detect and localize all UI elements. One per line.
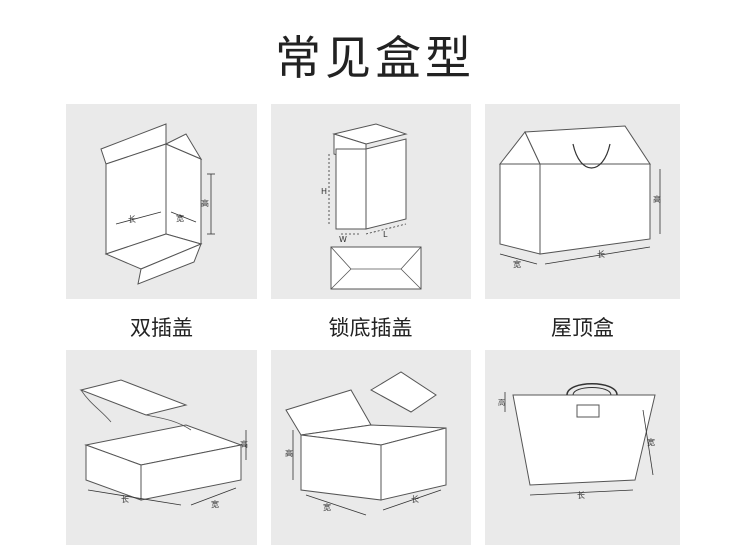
height-label: 高 (201, 198, 209, 208)
mailer-box-illustration: 高 长 宽 (79, 379, 248, 509)
width-label: W (339, 235, 347, 244)
length-label: 长 (597, 249, 605, 259)
width-label: 宽 (647, 437, 655, 447)
length-label: 长 (121, 494, 129, 504)
length-label: 长 (577, 490, 585, 500)
double-tuck-box-illustration: 高 长 宽 (100, 123, 215, 285)
box-tile-mailer: 高 长 宽 (66, 350, 257, 545)
length-label: 长 (128, 214, 136, 224)
width-label: 宽 (211, 499, 219, 509)
box-tile-carton: 高 长 宽 (271, 350, 471, 545)
height-label: 高 (285, 448, 293, 458)
handle-box-illustration: 高 长 宽 (498, 383, 656, 500)
length-label: 长 (411, 494, 419, 504)
box-caption: 双插盖 (130, 316, 193, 340)
box-tile-handle: 高 长 宽 (485, 350, 680, 545)
length-label: L (383, 230, 388, 239)
height-label: 高 (653, 194, 661, 204)
width-label: 宽 (176, 213, 184, 223)
carton-box-illustration: 高 长 宽 (285, 371, 447, 516)
box-caption: 锁底插盖 (328, 316, 413, 340)
height-label: H (321, 187, 327, 196)
lock-bottom-box-illustration: H L W (321, 123, 422, 290)
box-caption: 屋顶盒 (551, 316, 614, 340)
box-tile-gable: 高 长 宽 (485, 104, 680, 299)
height-label: 高 (498, 398, 505, 407)
width-label: 宽 (513, 259, 521, 269)
box-tile-lock-bottom: H L W (271, 104, 471, 299)
gable-box-illustration: 高 长 宽 (498, 125, 661, 269)
box-tile-double-tuck: 高 长 宽 (66, 104, 257, 299)
page-title: 常见盒型 (275, 31, 475, 85)
width-label: 宽 (323, 502, 331, 512)
height-label: 高 (240, 439, 248, 449)
